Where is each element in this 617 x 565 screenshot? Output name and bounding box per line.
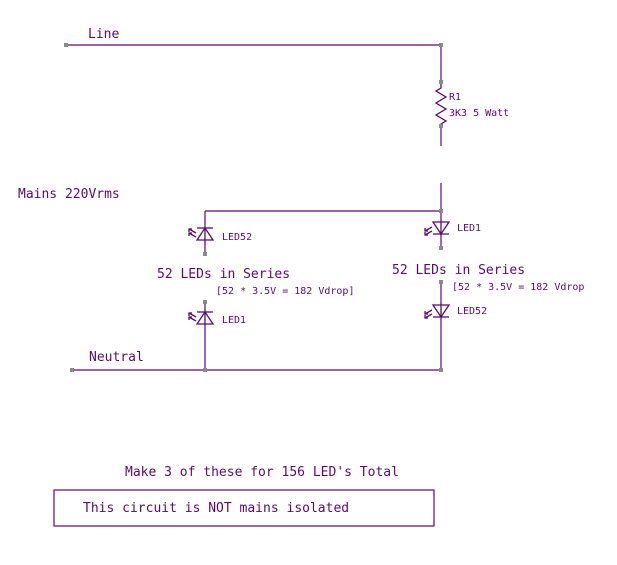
node-top-bus-right <box>439 209 443 213</box>
resistor-ref-label: R1 <box>449 92 461 103</box>
left-led1-symbol <box>188 310 215 326</box>
neutral-label: Neutral <box>89 350 144 365</box>
left-led52-symbol <box>188 226 215 246</box>
node-right-string-2 <box>439 280 443 284</box>
right-led52-symbol <box>424 303 451 320</box>
right-led52-label: LED52 <box>457 306 487 317</box>
light-arrow-1 <box>188 228 197 234</box>
arrowhead-2 <box>188 316 192 320</box>
light-arrow-2 <box>188 316 197 322</box>
junction-nodes <box>64 43 443 372</box>
left-led52-label: LED52 <box>222 232 252 243</box>
left-string-caption: 52 LEDs in Series <box>157 267 290 282</box>
node-line-corner <box>439 43 443 47</box>
node-left-string-2 <box>203 300 207 304</box>
arrowhead-1 <box>424 228 428 232</box>
mains-label: Mains 220Vrms <box>18 187 120 202</box>
node-neutral-left <box>203 368 207 372</box>
arrowhead-2 <box>424 232 428 236</box>
light-arrow-2 <box>424 230 433 236</box>
left-led1-label: LED1 <box>222 315 246 326</box>
node-right-string-1 <box>439 246 443 250</box>
light-arrow-2 <box>424 313 433 319</box>
right-led1-symbol <box>424 220 451 236</box>
warning-text: This circuit is NOT mains isolated <box>83 501 349 516</box>
node-neutral-start <box>70 368 74 372</box>
light-arrow-1 <box>424 309 433 315</box>
node-r1-top <box>439 80 443 84</box>
node-left-string-1 <box>203 252 207 256</box>
arrowhead-1 <box>188 312 192 316</box>
warning-box <box>53 489 435 527</box>
instruction-text: Make 3 of these for 156 LED's Total <box>125 465 399 480</box>
arrowhead-1 <box>424 311 428 315</box>
resistor-zigzag <box>434 82 448 126</box>
wires <box>66 44 442 371</box>
right-led1-label: LED1 <box>457 223 481 234</box>
light-arrow-1 <box>188 312 197 318</box>
node-r1-bottom <box>439 124 443 128</box>
resistor-r1 <box>434 82 448 126</box>
light-arrow-2 <box>188 232 197 238</box>
right-string-calc: [52 * 3.5V = 182 Vdrop <box>452 282 584 293</box>
node-line-start <box>64 43 68 47</box>
arrowhead-2 <box>424 315 428 319</box>
resistor-value-label: 3K3 5 Watt <box>449 108 509 119</box>
arrowhead-1 <box>188 228 192 232</box>
left-string-calc: [52 * 3.5V = 182 Vdrop] <box>216 286 354 297</box>
node-neutral-right <box>439 368 443 372</box>
light-arrow-1 <box>424 226 433 232</box>
line-label: Line <box>88 27 119 42</box>
right-string-caption: 52 LEDs in Series <box>392 263 525 278</box>
arrowhead-2 <box>188 232 192 236</box>
